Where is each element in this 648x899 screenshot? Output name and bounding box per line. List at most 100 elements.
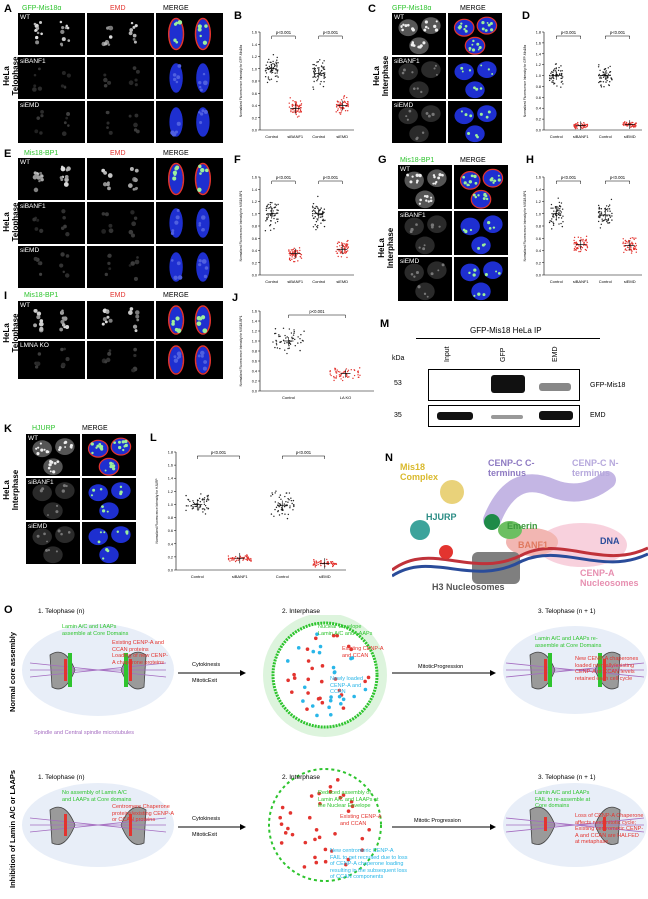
- data-point: [634, 246, 637, 248]
- data-point: [586, 245, 589, 248]
- centromere-dot: [344, 862, 348, 867]
- marker-35: 35: [394, 412, 402, 419]
- data-point: [340, 374, 342, 376]
- data-point: [341, 379, 344, 382]
- data-point: [204, 505, 207, 507]
- centromere-dot: [335, 778, 340, 782]
- data-point: [346, 250, 349, 252]
- data-point: [583, 244, 585, 247]
- data-point: [358, 376, 360, 378]
- data-point: [299, 106, 302, 109]
- data-point: [199, 506, 201, 508]
- data-point: [559, 207, 561, 210]
- data-point: [292, 509, 294, 511]
- micrograph-row-label: siBANF1: [28, 479, 54, 486]
- data-point: [584, 240, 586, 242]
- data-point: [314, 210, 316, 212]
- o-bottom-t2: Centromere Chaperone proteins/existing C…: [112, 804, 175, 823]
- data-point: [269, 203, 271, 206]
- o-top-stage-1: 1. Telophase (n): [38, 608, 85, 615]
- micrograph-image: [32, 526, 75, 564]
- y-tick-label: 1.0: [168, 503, 173, 507]
- data-point: [198, 508, 200, 510]
- data-point: [316, 226, 319, 229]
- data-point: [275, 61, 277, 63]
- data-point: [559, 70, 562, 72]
- data-point: [293, 331, 295, 333]
- data-point: [198, 506, 200, 508]
- data-point: [288, 102, 290, 104]
- data-point: [607, 218, 610, 220]
- data-point: [634, 242, 637, 245]
- centromere-dot: [363, 687, 368, 692]
- data-point: [347, 110, 349, 112]
- data-point: [280, 507, 283, 509]
- panel-e-header-ch2: EMD: [110, 150, 126, 157]
- data-point: [293, 332, 295, 334]
- data-point: [203, 508, 205, 510]
- data-point: [294, 101, 296, 103]
- data-point: [609, 65, 611, 68]
- micrograph-image: [167, 17, 212, 51]
- data-point: [607, 219, 610, 221]
- centromere-dot: [335, 633, 339, 638]
- data-point: [288, 328, 291, 330]
- data-point: [291, 111, 294, 113]
- data-point: [317, 219, 319, 221]
- data-point: [291, 502, 293, 505]
- data-point: [265, 64, 267, 66]
- data-point: [207, 508, 209, 510]
- data-point: [299, 338, 301, 340]
- x-tick-label: Control: [276, 574, 289, 579]
- micrograph-tile: [156, 301, 223, 339]
- centromere-dot: [366, 675, 371, 680]
- panel-k-header-ch3: MERGE: [82, 425, 108, 432]
- y-tick-label: 1.2: [252, 330, 257, 334]
- data-point: [269, 229, 272, 231]
- data-point: [321, 62, 324, 64]
- micrograph-tile: siEMD: [398, 257, 452, 301]
- data-point: [274, 346, 276, 349]
- x-tick-label: siBANF1: [573, 279, 590, 284]
- data-point: [335, 103, 338, 106]
- data-point: [626, 249, 628, 252]
- centromere-dot: [319, 679, 324, 684]
- micrograph-tile: [454, 257, 508, 301]
- micrograph-image: [167, 162, 212, 196]
- centromere-dot: [317, 650, 322, 655]
- data-point: [313, 558, 315, 561]
- data-point: [318, 67, 320, 69]
- data-point: [300, 254, 303, 256]
- data-point: [270, 61, 272, 64]
- data-point: [300, 104, 302, 106]
- data-point: [607, 208, 609, 210]
- data-point: [322, 66, 324, 69]
- data-point: [586, 124, 589, 127]
- data-point: [623, 121, 626, 124]
- data-point: [234, 560, 237, 563]
- data-point: [278, 496, 281, 499]
- data-point: [584, 248, 587, 251]
- data-point: [576, 247, 578, 250]
- o-top-interphase-dots: [285, 632, 371, 718]
- micrograph-tile: [82, 434, 136, 476]
- data-point: [270, 207, 273, 209]
- data-point: [316, 61, 318, 63]
- data-point: [625, 123, 627, 125]
- data-point: [278, 514, 281, 516]
- data-point: [560, 217, 563, 219]
- y-tick-label: 1.0: [252, 340, 257, 344]
- o-top-t5: Existing CENP-A and CCAN: [342, 646, 384, 659]
- data-point: [338, 374, 341, 376]
- data-point: [562, 83, 564, 85]
- data-point: [602, 76, 605, 78]
- data-point: [348, 376, 350, 378]
- data-point: [274, 214, 276, 216]
- data-point: [575, 249, 577, 251]
- western-blot-top: [428, 369, 580, 401]
- micrograph-image: [32, 209, 70, 237]
- data-point: [575, 244, 578, 246]
- data-point: [317, 207, 319, 210]
- data-point: [605, 78, 607, 80]
- data-point: [346, 100, 349, 103]
